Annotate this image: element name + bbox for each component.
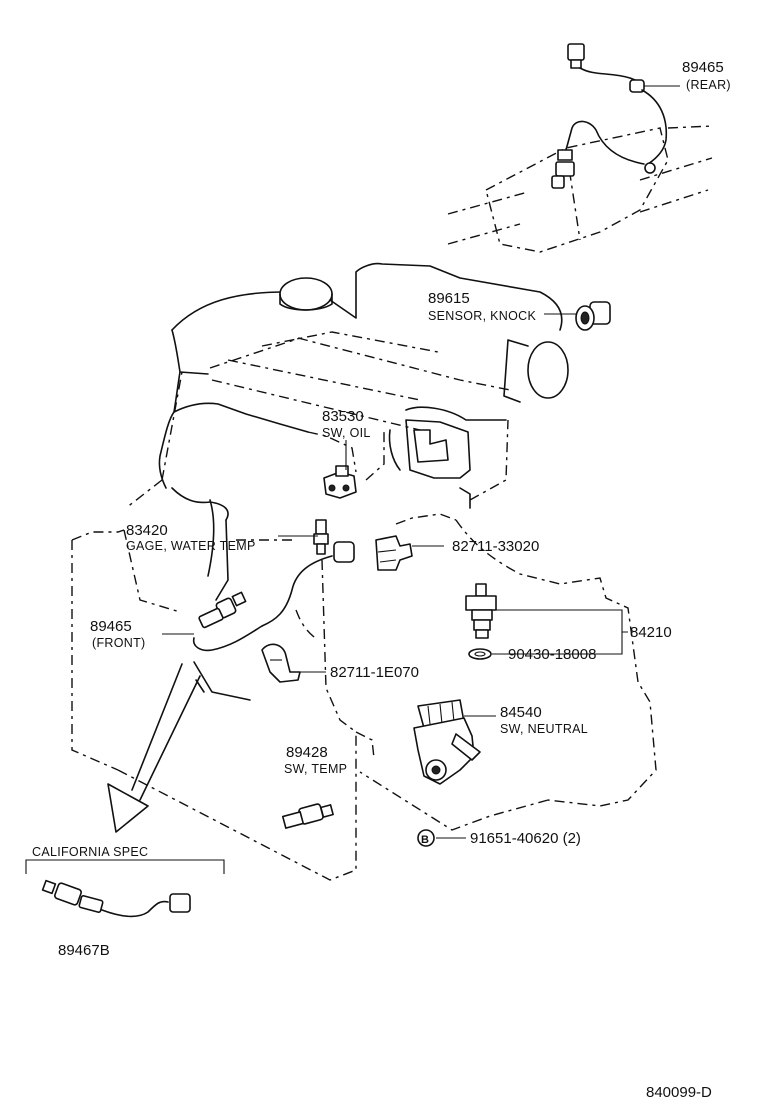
label-89465-front-number: 89465 (90, 618, 132, 635)
label-91651-40620: 91651-40620 (2) (470, 830, 581, 847)
label-89465-rear-desc: (REAR) (686, 78, 731, 92)
label-83420-desc: GAGE, WATER TEMP (126, 539, 256, 553)
label-89428-number: 89428 (286, 744, 328, 761)
wire-clamp-82711-33020 (375, 535, 413, 571)
exhaust-pipe-drawing (447, 125, 713, 253)
diagram-code: 840099-D (646, 1084, 712, 1101)
label-84540-number: 84540 (500, 704, 542, 721)
marker-b-circle (417, 829, 435, 847)
leader-lines (162, 85, 680, 839)
wire-clamp-82711-1e070 (261, 643, 301, 683)
label-84540-desc: SW, NEUTRAL (500, 722, 588, 736)
label-89615-number: 89615 (428, 290, 470, 307)
california-spec-title: CALIFORNIA SPEC (32, 845, 148, 859)
label-83530-number: 83530 (322, 408, 364, 425)
knock-sensor (575, 301, 611, 331)
label-84210: 84210 (630, 624, 672, 641)
label-83420-number: 83420 (126, 522, 168, 539)
california-spec-box (25, 859, 225, 918)
neutral-start-switch (413, 699, 481, 785)
label-82711-33020: 82711-33020 (452, 538, 539, 555)
gasket (468, 648, 492, 660)
oil-pressure-switch (323, 465, 357, 499)
label-82711-1e070: 82711-1E070 (330, 664, 419, 681)
water-temp-sender (313, 519, 329, 555)
label-83530-desc: SW, OIL (322, 426, 371, 440)
label-89465-front-desc: (FRONT) (92, 636, 145, 650)
rear-oxygen-sensor (551, 43, 668, 189)
temperature-switch (281, 803, 334, 829)
pressure-switch (465, 583, 497, 639)
label-89615-desc: SENSOR, KNOCK (428, 309, 536, 323)
label-90430-18008: 90430-18008 (508, 646, 596, 663)
label-89465-rear-number: 89465 (682, 59, 724, 76)
label-89428-desc: SW, TEMP (284, 762, 347, 776)
front-oxygen-sensor (192, 541, 355, 652)
label-89467b: 89467B (58, 942, 110, 959)
marker-b-letter: B (421, 834, 429, 846)
engine-block-drawing (71, 262, 657, 881)
